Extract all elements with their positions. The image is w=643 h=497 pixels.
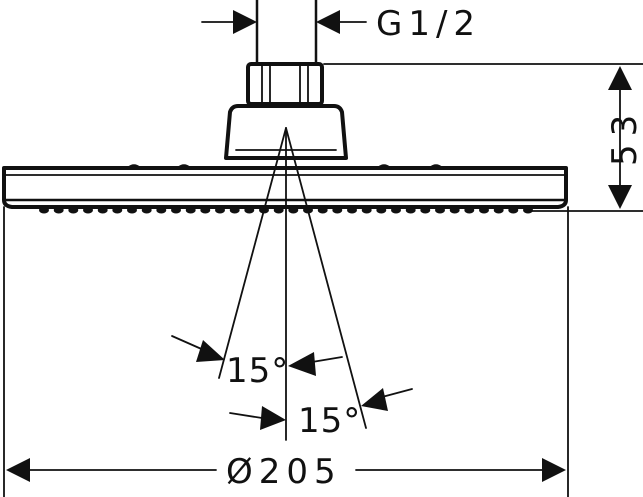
nozzle: [68, 206, 79, 214]
diameter-arrow-left: [6, 458, 30, 482]
nozzle: [523, 206, 533, 214]
height-arrow-top: [608, 66, 632, 90]
nozzle: [479, 206, 489, 214]
nozzle: [332, 206, 343, 214]
spray-angle-lines: [218, 127, 367, 441]
nozzle: [112, 206, 123, 214]
angle-outer-dimension: 15°: [229, 388, 413, 441]
nozzle: [141, 206, 152, 214]
nozzle: [420, 206, 431, 214]
nozzle: [215, 206, 225, 214]
nozzle: [185, 206, 196, 214]
nozzle: [273, 206, 284, 214]
diameter-dimension: Ø205: [6, 452, 566, 492]
thread-dimension: G1/2: [201, 4, 481, 44]
nozzle: [508, 206, 519, 214]
nozzle: [391, 206, 401, 214]
angle-outer-label: 15°: [298, 401, 361, 441]
nozzle: [317, 206, 328, 214]
height-arrow-bottom: [608, 185, 632, 209]
nozzle: [435, 206, 445, 214]
height-label: 53: [605, 107, 643, 166]
thread-arrow-right: [316, 10, 340, 34]
nozzle: [53, 206, 64, 214]
angle-outer-arrow-right: [361, 388, 388, 411]
nozzle: [493, 206, 504, 214]
hex-nut: [246, 62, 324, 106]
nozzle: [347, 206, 357, 214]
nozzle: [97, 206, 108, 214]
height-dimension: 53: [323, 63, 643, 212]
nozzle: [127, 206, 137, 214]
angle-inner-arrow-left: [196, 340, 225, 362]
thread-label: G1/2: [376, 4, 481, 44]
nozzle: [288, 206, 299, 214]
nozzle: [376, 206, 387, 214]
nozzle: [449, 206, 460, 214]
angle-inner-label: 15°: [226, 351, 289, 391]
diameter-arrow-right: [542, 458, 566, 482]
shower-plate: [2, 164, 568, 209]
diameter-extension-lines: [3, 206, 569, 497]
nozzle-row: [39, 206, 533, 214]
connection-stub: [255, 0, 318, 66]
nozzle: [464, 206, 475, 214]
nozzle: [39, 206, 49, 214]
angle-outer-arrow-left: [260, 406, 286, 430]
thread-arrow-left: [233, 10, 257, 34]
nozzle: [156, 206, 167, 214]
nozzle: [229, 206, 240, 214]
diameter-label: Ø205: [226, 452, 342, 492]
angle-inner-arrow-right: [288, 352, 316, 376]
nozzle: [83, 206, 93, 214]
nozzle: [405, 206, 416, 214]
nozzle: [361, 206, 372, 214]
nozzle: [200, 206, 211, 214]
angle-inner-dimension: 15°: [171, 335, 343, 391]
nozzle: [244, 206, 255, 214]
nozzle: [171, 206, 181, 214]
